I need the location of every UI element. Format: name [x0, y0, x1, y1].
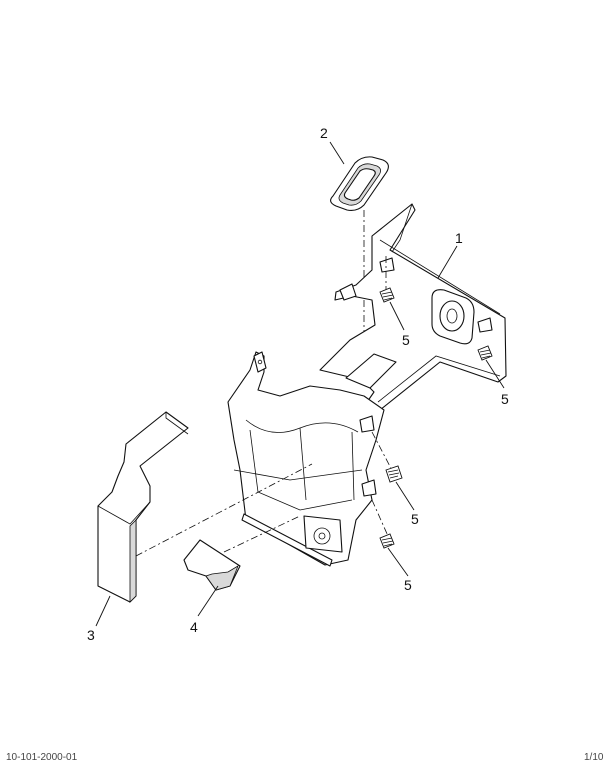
- footer-drawing-number: 10-101-2000-01: [6, 752, 78, 763]
- callout-2: 2: [320, 125, 328, 141]
- leader-5c: [395, 481, 415, 511]
- leader-5b: [485, 359, 505, 389]
- callout-5c: 5: [411, 511, 419, 527]
- footer-page-number: 1/10: [584, 752, 604, 763]
- leader-5a: [389, 301, 405, 331]
- part-1-shroud: [227, 351, 385, 567]
- part-5-clip-a: [379, 287, 395, 303]
- leader-1: [437, 245, 458, 279]
- part-5-clip-c: [385, 465, 403, 483]
- part-1-panel: [319, 203, 507, 411]
- callout-4: 4: [190, 619, 198, 635]
- callout-5b: 5: [501, 391, 509, 407]
- callout-1: 1: [455, 230, 463, 246]
- part-5-clip-b: [477, 345, 493, 361]
- leader-3: [95, 595, 111, 627]
- callout-5d: 5: [404, 577, 412, 593]
- leader-4: [197, 585, 219, 617]
- part-3-side-trim: [97, 411, 189, 603]
- alignment-line-block: [223, 515, 301, 553]
- callout-3: 3: [87, 627, 95, 643]
- part-4-spacer-block: [183, 539, 241, 591]
- alignment-line-clip-lower: [371, 499, 389, 537]
- leader-2: [329, 141, 345, 165]
- leader-5d: [387, 547, 409, 577]
- callout-5a: 5: [402, 332, 410, 348]
- part-2-grommet: [330, 156, 389, 211]
- part-5-clip-d: [379, 533, 395, 549]
- alignment-line-trim: [135, 463, 313, 557]
